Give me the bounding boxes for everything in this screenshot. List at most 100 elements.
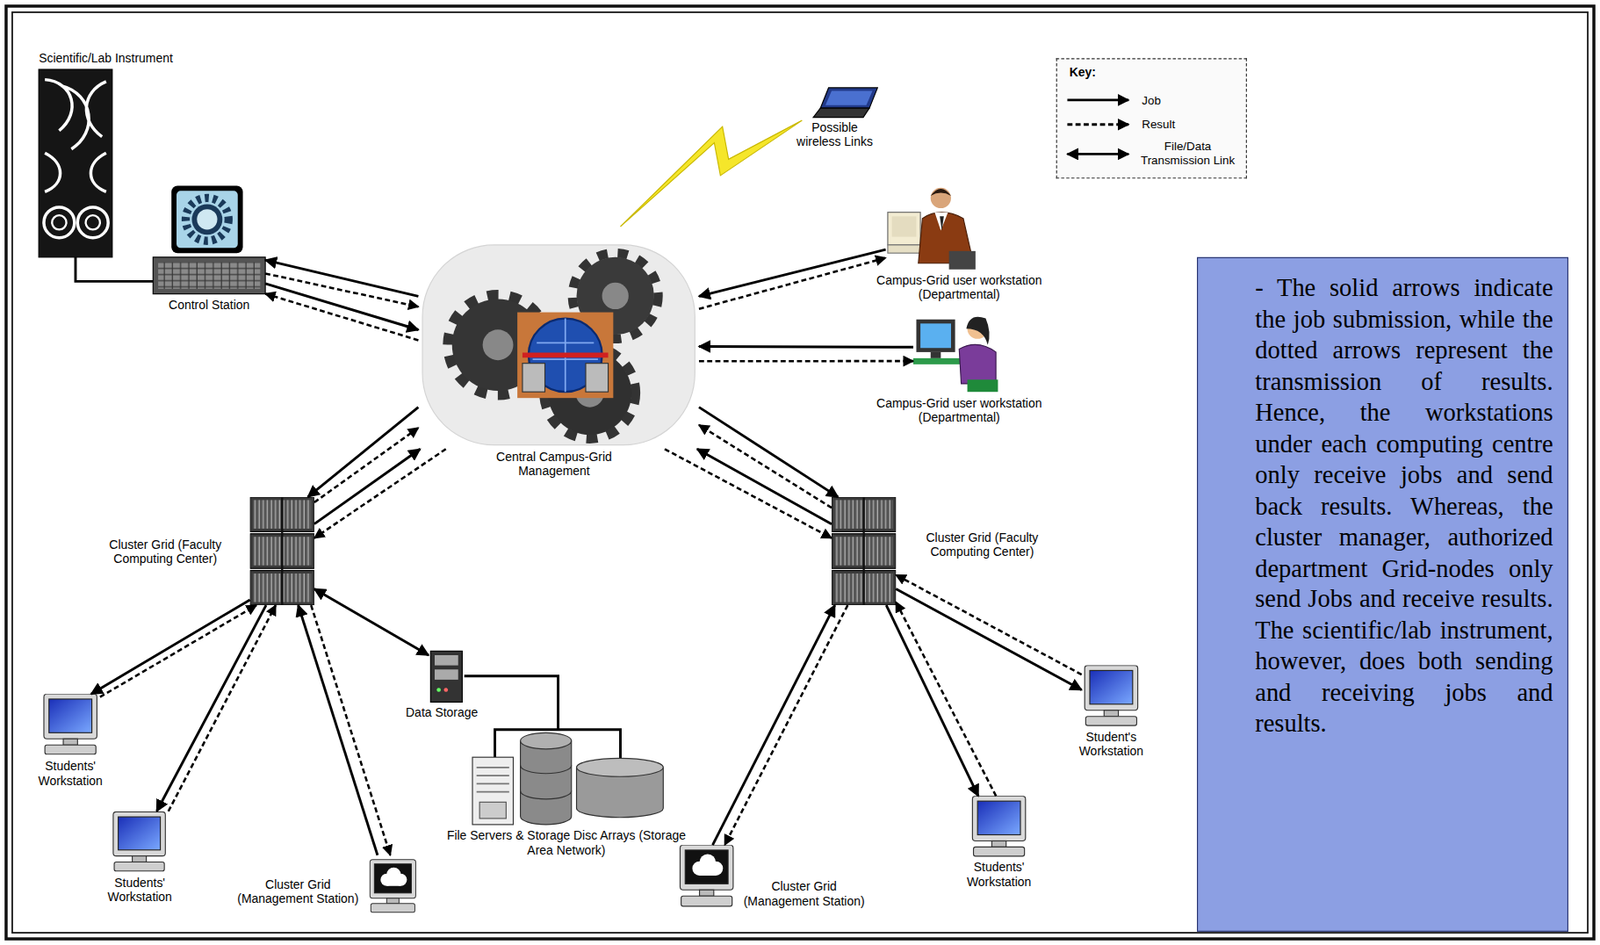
management-station: Cluster Grid (Management Station): [676, 844, 737, 909]
legend-line: [1066, 98, 1129, 101]
node-label: Control Station: [145, 297, 273, 313]
control-station: Control Station: [152, 183, 266, 296]
result-arrow: [168, 605, 276, 812]
node-label: Central Campus-Grid Management: [472, 449, 636, 479]
legend-text: Job: [1141, 93, 1234, 108]
legend-sample: [1063, 93, 1135, 108]
user-figure: [930, 188, 952, 196]
storage-array-icon: [476, 767, 510, 793]
student-workstation: Students' Workstation: [969, 795, 1029, 858]
note-box: - The solid arrows indicate the job subm…: [1196, 257, 1569, 932]
result-arrow: [314, 448, 447, 538]
cloud-icon: [517, 312, 613, 399]
node-label: Data Storage: [390, 705, 493, 721]
node-label: Students' Workstation: [949, 860, 1050, 890]
cluster-grid: Cluster Grid (Faculty Computing Center): [250, 497, 315, 606]
job-arrow: [713, 605, 836, 845]
control-station-icon: [158, 262, 260, 289]
result-arrow: [265, 293, 419, 340]
node-label: Cluster Grid (Faculty Computing Center): [83, 537, 247, 567]
result-arrow: [895, 601, 996, 796]
student-workstation: Student's Workstation: [1081, 665, 1141, 728]
cluster-rack: [250, 497, 315, 606]
frame: [6, 6, 1594, 939]
storage-network: File Servers & Storage Disc Arrays (Stor…: [472, 729, 664, 825]
student-workstation: Students' Workstation: [40, 693, 100, 756]
lab-instrument-icon: [44, 79, 107, 150]
user-figure: [934, 212, 948, 231]
management-station: Cluster Grid (Management Station): [367, 855, 419, 919]
result-arrow: [724, 605, 848, 845]
legend-box: Key: JobResultFile/Data Transmission Link: [1056, 57, 1247, 179]
control-station-icon: [185, 197, 229, 241]
lab-instrument-icon: [77, 207, 109, 238]
user-figure: [887, 187, 976, 270]
legend-entry: File/Data Transmission Link: [1057, 138, 1246, 170]
user-figure: [913, 317, 998, 393]
storage-array-icon: [576, 757, 664, 777]
node-label: Cluster Grid (Management Station): [738, 879, 870, 909]
user-figure: [887, 212, 921, 246]
control-station-icon: [171, 185, 243, 253]
node-label: Student's Workstation: [1060, 729, 1161, 759]
node-label: File Servers & Storage Disc Arrays (Stor…: [433, 828, 700, 858]
control-station-icon: [152, 257, 266, 295]
result-arrow: [895, 575, 1082, 676]
result-arrow: [699, 360, 914, 363]
legend-line: [1066, 122, 1129, 126]
lab-instrument-icon: [38, 69, 113, 258]
workstation-icon: [1084, 665, 1138, 727]
job-arrow: [699, 345, 914, 349]
result-arrow: [100, 605, 257, 698]
user-figure: [892, 216, 917, 237]
node-label: Students' Workstation: [20, 759, 121, 789]
node-label: Cluster Grid (Faculty Computing Center): [898, 530, 1067, 560]
legend-title: Key:: [1069, 64, 1096, 80]
result-arrow: [314, 427, 419, 503]
node-label: Cluster Grid (Management Station): [230, 877, 366, 907]
user-workstation: Campus-Grid user workstation (Department…: [886, 187, 981, 271]
node-label: Possible wireless Links: [795, 120, 873, 150]
workstation-icon: [113, 811, 166, 871]
job-arrow: [699, 407, 838, 498]
result-arrow: [699, 258, 887, 310]
grid-cloud: Central Campus-Grid Management: [418, 239, 700, 449]
user-figure: [930, 187, 952, 209]
storage-array-icon: [472, 756, 513, 825]
node-label: Students' Workstation: [89, 875, 190, 905]
lightning-bolt: [619, 120, 802, 227]
data-storage-icon: [443, 687, 448, 692]
data-storage-icon: [434, 655, 459, 666]
storage-array-icon: [479, 801, 506, 819]
cloud-icon: [522, 363, 546, 393]
job-arrow: [298, 605, 378, 856]
lab-instrument-icon: [43, 207, 75, 238]
cloud-icon: [422, 245, 695, 446]
cloud-icon: [602, 282, 629, 310]
lightning-bolt: [619, 120, 802, 227]
wireless-laptop: Possible wireless Links: [814, 86, 878, 118]
data-storage: Data Storage: [428, 649, 465, 702]
cloud-icon: [522, 352, 609, 358]
data-storage-icon: [430, 650, 462, 702]
control-station-icon: [152, 185, 266, 294]
frame: [6, 6, 1594, 939]
cloud-icon: [422, 245, 695, 446]
job-arrow: [308, 407, 419, 498]
legend-line: [1066, 152, 1129, 156]
node-label: Campus-Grid user workstation (Department…: [857, 396, 1061, 426]
workstation-icon: [43, 693, 97, 755]
job-arrow: [886, 605, 979, 796]
cluster-rack: [250, 497, 897, 606]
job-arrow: [156, 605, 267, 812]
legend-text: Result: [1141, 117, 1234, 132]
node-label: Scientific/Lab Instrument: [38, 50, 213, 66]
frame: [12, 12, 1588, 933]
user-figure: [915, 319, 955, 353]
result-arrow: [664, 448, 832, 538]
user-figure: [930, 352, 942, 359]
job-arrow: [314, 448, 421, 524]
workstation-icon: [369, 859, 416, 913]
laptop-icon: [820, 87, 878, 109]
user-figure: [967, 379, 999, 392]
